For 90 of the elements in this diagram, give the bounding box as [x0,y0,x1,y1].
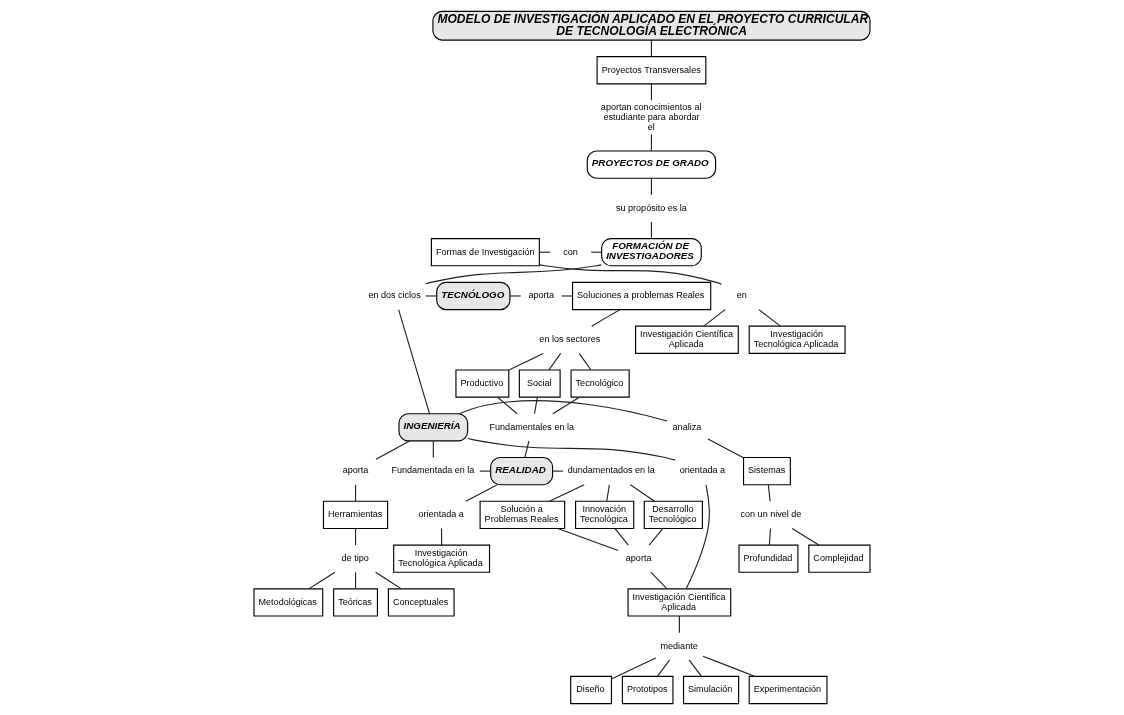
node-box: PROYECTOS DE GRADO [586,150,717,179]
connector [591,309,621,327]
connector [614,528,629,546]
connector [524,440,530,459]
connector [425,264,602,285]
node-box: Complejidad [808,544,871,573]
node-text: dundamentados en la [567,465,655,476]
node-box: Sistemas [742,456,791,486]
connector [538,251,551,253]
connector [467,437,676,461]
node-box: Diseño [570,675,612,705]
connector [497,396,518,415]
connector [561,295,573,297]
connector [479,470,492,472]
node-text: Fundamentales en la [489,421,575,432]
connector [703,309,726,327]
node-text: en los sectores [539,334,601,345]
connector [768,528,772,546]
node-box: Herramientas [322,500,389,530]
node-text: orientada a [418,509,464,520]
node-box: Solución a Problemas Reales [479,500,566,530]
connector [758,309,781,327]
connector [685,484,710,590]
node-text: con un nivel de [740,509,802,520]
node-box: Profundidad [738,544,799,573]
connector [610,657,657,680]
node-text: analiza [672,421,702,432]
node-box: Conceptuales [387,588,455,617]
connector [508,352,544,371]
node-text: en [736,290,747,301]
node-text: con [563,246,578,257]
connector [656,659,671,677]
connector [552,396,580,415]
connector [650,571,668,590]
connector [767,484,771,502]
node-text: aporta [625,553,652,564]
node-box: Proyectos Transversales [596,56,707,85]
connector [557,528,619,552]
node-box: Formas de Investigación [430,238,540,267]
connector [548,484,585,502]
connector [533,396,538,415]
node-box: Desarrollo Tecnológico [643,500,703,530]
connector [606,484,610,502]
node-text: en dos ciclos [368,290,421,301]
node-box: Productivo [455,369,510,398]
connector [375,571,402,590]
node-box: INGENIERÍA [398,413,469,442]
connector [707,438,745,459]
connector [629,484,656,502]
connector [648,528,664,546]
node-box: Simulación [682,675,740,705]
connector [702,655,756,677]
node-box: Investigación Tecnológica Aplicada [393,544,491,573]
connector [509,295,522,297]
connector [398,309,431,415]
node-text: su propósito es la [615,202,687,213]
node-box: REALIDAD [490,456,554,486]
node-text: Fundamentada en la [391,465,475,476]
node-text: aporta [342,465,369,476]
connector [375,440,411,460]
node-box: Tecnológico [570,369,630,398]
node-text: aportan conocimientos al estudiante para abordar el [600,101,702,132]
node-box: Investigación Científica Aplicada [635,325,739,354]
connector [539,264,723,285]
node-box: TECNÓLOGO [436,281,511,311]
connector [425,295,438,297]
node-box: Teóricas [333,588,378,617]
node-text: de tipo [341,553,369,564]
node-box: FORMACIÓN DE INVESTIGADORES [601,238,702,267]
connector [308,571,336,590]
node-box: Innovación Tecnológica [575,500,635,530]
node-box: Metodológicas [253,588,324,617]
connector [465,484,498,502]
connector [548,352,562,371]
connector [590,251,603,253]
connector [552,470,564,472]
connector [791,528,820,546]
connector [688,659,703,677]
node-text: aporta [528,290,555,301]
node-box: Investigación Científica Aplicada [627,588,732,617]
node-text: orientada a [679,465,726,476]
node-text: mediante [660,640,698,651]
node-box: Prototipos [621,675,674,705]
connector [458,400,668,422]
node-box: MODELO DE INVESTIGACIÓN APLICADO EN EL PROYECTO CURRICULAR DE TECNOLOGÍA ELECTRÓNICA [432,10,871,41]
node-box: Investigación Tecnológica Aplicada [748,325,846,354]
node-box: Social [518,369,561,398]
node-box: Soluciones a problemas Reales [572,281,712,311]
node-box: Experimentación [748,675,828,705]
connector [578,352,592,371]
